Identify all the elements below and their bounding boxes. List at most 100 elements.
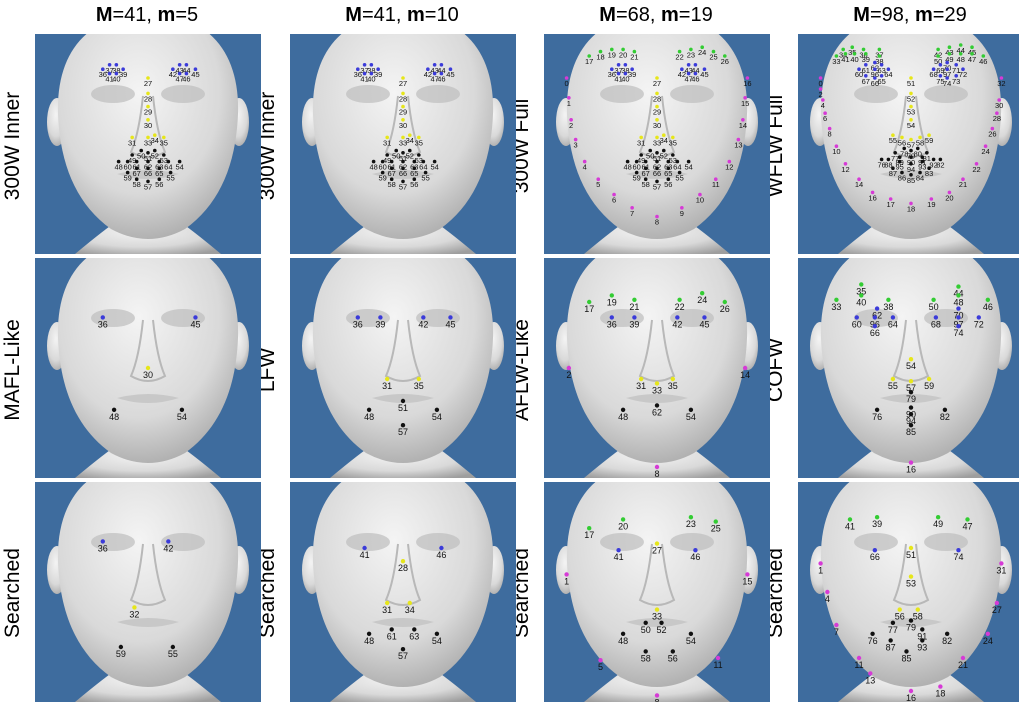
landmark-point — [999, 561, 1004, 566]
landmark-point — [947, 190, 952, 195]
landmark-point — [818, 87, 823, 91]
landmark-label: 38 — [875, 57, 883, 66]
landmark-point — [908, 405, 914, 410]
landmark-point — [702, 67, 707, 71]
landmark-label: 97 — [943, 70, 951, 79]
landmark-label: 35 — [848, 48, 856, 57]
landmark-point — [680, 67, 684, 71]
landmark-label: 28 — [653, 94, 661, 103]
landmark-label: 13 — [734, 141, 742, 150]
landmark-label: 51 — [399, 154, 407, 163]
landmark-point — [616, 548, 621, 553]
landmark-label: 67 — [862, 77, 870, 86]
landmark-point — [666, 166, 671, 170]
landmark-point — [715, 655, 721, 661]
landmark-label: 94 — [907, 165, 915, 174]
head-shape — [820, 482, 1002, 687]
landmark-label: 73 — [952, 77, 960, 86]
landmark-label: 9 — [680, 209, 684, 218]
landmark-label: 20 — [619, 50, 627, 59]
landmark-label: 14 — [855, 180, 863, 189]
landmark-label: 83 — [925, 169, 933, 178]
landmark-point — [389, 159, 394, 164]
landmark-point — [893, 151, 897, 155]
landmark-label: 19 — [608, 50, 616, 59]
landmark-point — [890, 620, 896, 625]
landmark-label: 59 — [378, 174, 386, 183]
nose-shade — [892, 543, 930, 606]
landmark-label: 48 — [364, 412, 374, 422]
landmark-label: 48 — [369, 163, 377, 172]
landmark-label: 29 — [653, 108, 661, 117]
landmark-label: 76 — [877, 160, 885, 169]
landmark-label: 58 — [913, 612, 923, 622]
landmark-point — [976, 315, 981, 320]
left-eye-socket — [854, 533, 898, 551]
landmark-point — [945, 76, 949, 80]
landmark-point — [879, 63, 884, 67]
landmark-label: 45 — [446, 70, 454, 79]
landmark-label: 33 — [832, 57, 840, 66]
landmark-point — [146, 166, 150, 170]
face-render: 3540333844485046626096646670689772745455… — [810, 258, 1012, 478]
landmark-point — [888, 638, 893, 643]
landmark-point — [401, 159, 405, 164]
landmark-point — [612, 192, 616, 197]
column-header-2: M=41, m=10 — [282, 4, 522, 27]
landmark-point — [997, 98, 1001, 102]
landmark-label: 5 — [598, 662, 603, 672]
landmark-label: 58 — [641, 653, 651, 663]
landmark-point — [873, 60, 877, 65]
landmark-point — [655, 179, 659, 184]
landmark-label: 50 — [392, 152, 400, 161]
landmark-label: 39 — [628, 70, 636, 79]
landmark-label: 68 — [931, 319, 941, 329]
landmark-label: 23 — [687, 50, 695, 59]
landmark-label: 79 — [906, 394, 916, 404]
landmark-label: 39 — [872, 519, 882, 529]
landmark-point — [723, 54, 727, 58]
landmark-point — [877, 54, 882, 58]
landmark-label: 65 — [410, 169, 418, 178]
landmark-point — [872, 548, 878, 553]
landmark-point — [362, 545, 367, 551]
landmark-label: 37 — [360, 66, 368, 75]
landmark-point — [587, 299, 592, 305]
landmark-point — [389, 166, 394, 170]
landmark-point — [945, 60, 949, 65]
landmark-label: 57 — [144, 182, 152, 191]
landmark-point — [960, 655, 966, 661]
right-eye-socket — [416, 533, 460, 551]
landmark-point — [886, 297, 891, 302]
landmark-point — [666, 177, 671, 181]
landmark-point — [686, 63, 691, 67]
landmark-point — [389, 627, 394, 632]
landmark-label: 37 — [614, 66, 622, 75]
landmark-label: 50 — [646, 152, 654, 161]
landmark-label: 46 — [690, 552, 700, 562]
landmark-point — [688, 407, 694, 412]
landmark-label: 41 — [360, 75, 368, 84]
landmark-point — [407, 600, 412, 606]
landmark-point — [823, 111, 827, 115]
landmark-point — [938, 684, 943, 689]
landmark-point — [909, 76, 913, 80]
landmark-label: 47 — [175, 75, 183, 84]
landmark-point — [401, 179, 405, 184]
landmark-label: 74 — [953, 552, 963, 562]
landmark-label: 36 — [353, 319, 363, 329]
row-label-r1c1: 300W Inner — [1, 91, 24, 201]
landmark-point — [995, 111, 999, 115]
landmark-label: 82 — [942, 636, 952, 646]
landmark-point — [362, 71, 367, 76]
header-eq1: =41, — [112, 4, 158, 26]
landmark-point — [623, 71, 628, 76]
landmark-label: 35 — [415, 138, 423, 147]
landmark-point — [121, 67, 125, 71]
nose-shade — [638, 95, 676, 158]
landmark-point — [872, 315, 878, 320]
landmark-label: 15 — [741, 99, 749, 108]
landmark-point — [655, 214, 659, 219]
